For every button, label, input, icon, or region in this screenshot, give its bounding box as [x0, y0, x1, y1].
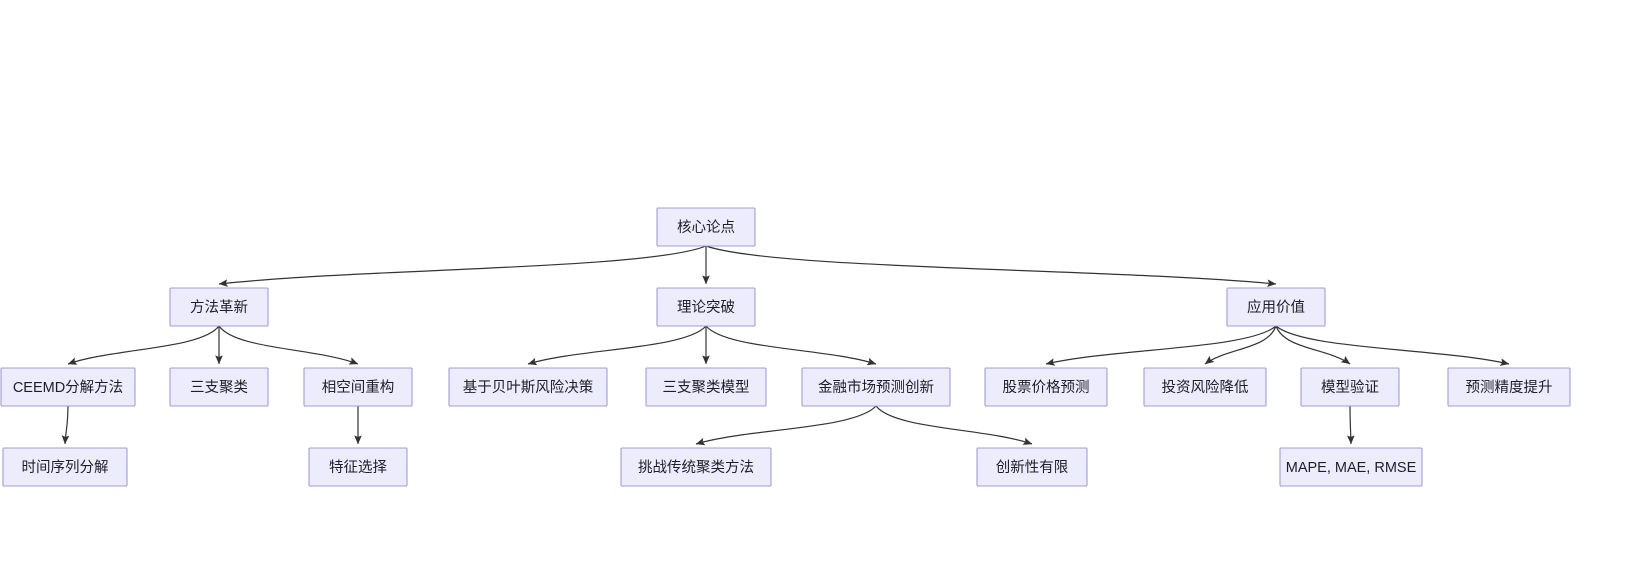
node-box-n2c[interactable]	[801, 367, 951, 407]
node-n2a[interactable]: 基于贝叶斯风险决策	[448, 367, 608, 407]
node-label-n3a: 股票价格预测	[1003, 379, 1090, 396]
node-box-n3[interactable]	[1226, 287, 1326, 327]
node-box-n3d[interactable]	[1447, 367, 1571, 407]
node-box-n2c1[interactable]	[620, 447, 772, 487]
node-label-n1: 方法革新	[190, 299, 248, 316]
edges-layer	[61, 245, 1510, 446]
edge-fangfagexin-to-ceemd	[67, 325, 220, 365]
node-n2b[interactable]: 三支聚类模型	[645, 367, 767, 407]
edge-yingyongjiazhi-to-gupiaojiage	[1045, 325, 1277, 366]
node-label-n2a: 基于贝叶斯风险决策	[463, 379, 594, 396]
edge-fangfagexin-to-xiangkongjian	[218, 325, 359, 365]
node-label-n1c: 相空间重构	[322, 379, 395, 396]
node-box-n2a[interactable]	[448, 367, 608, 407]
edge-yingyongjiazhi-to-moxingyanzheng	[1275, 325, 1351, 365]
node-n1c[interactable]: 相空间重构	[303, 367, 413, 407]
node-box-n1c1[interactable]	[308, 447, 408, 487]
edge-lilumtupo-to-jinrongshichang	[705, 325, 877, 366]
node-box-n2[interactable]	[656, 287, 756, 327]
node-n1c1[interactable]: 特征选择	[308, 447, 408, 487]
node-n2[interactable]: 理论突破	[656, 287, 756, 327]
node-n2c2[interactable]: 创新性有限	[976, 447, 1088, 487]
node-label-n3: 应用价值	[1247, 298, 1305, 316]
node-box-n1a[interactable]	[0, 367, 136, 407]
node-label-n1b: 三支聚类	[190, 379, 248, 396]
node-label-n2b: 三支聚类模型	[663, 379, 750, 396]
edge-lilumtupo-to-beiyesi	[527, 325, 707, 366]
node-label-n2c2: 创新性有限	[996, 459, 1069, 476]
node-label-n3c1: MAPE, MAE, RMSE	[1286, 460, 1417, 476]
node-n1a1[interactable]: 时间序列分解	[2, 447, 128, 487]
node-box-n2b[interactable]	[645, 367, 767, 407]
node-label-n1c1: 特征选择	[329, 459, 387, 476]
node-box-n2c2[interactable]	[976, 447, 1088, 487]
node-n2c[interactable]: 金融市场预测创新	[801, 367, 951, 407]
node-n3c[interactable]: 模型验证	[1300, 367, 1400, 407]
node-box-n1a1[interactable]	[2, 447, 128, 487]
edge-ceemd-to-shijianxulie	[61, 405, 70, 445]
node-box-n1b[interactable]	[169, 367, 269, 407]
node-label-n2c: 金融市场预测创新	[818, 379, 934, 396]
node-label-n1a1: 时间序列分解	[22, 459, 109, 476]
node-box-n1c[interactable]	[303, 367, 413, 407]
node-box-n3c[interactable]	[1300, 367, 1400, 407]
node-root[interactable]: 核心论点	[656, 207, 756, 247]
edge-yingyongjiazhi-to-yucejingdu	[1275, 325, 1510, 366]
node-label-n2: 理论突破	[677, 299, 735, 316]
node-label-n1a: CEEMD分解方法	[13, 379, 123, 396]
node-n1b[interactable]: 三支聚类	[169, 367, 269, 407]
node-n3b[interactable]: 投资风险降低	[1143, 367, 1267, 407]
node-n3[interactable]: 应用价值	[1226, 287, 1326, 327]
node-label-n3c: 模型验证	[1321, 379, 1379, 396]
node-box-n3c1[interactable]	[1279, 447, 1423, 487]
edge-jinrongshichang-to-tiaozhan	[695, 405, 877, 446]
node-label-root: 核心论点	[677, 219, 735, 236]
node-n3a[interactable]: 股票价格预测	[984, 367, 1108, 407]
node-label-n3d: 预测精度提升	[1466, 379, 1553, 396]
node-n3d[interactable]: 预测精度提升	[1447, 367, 1571, 407]
node-box-n3a[interactable]	[984, 367, 1108, 407]
edge-jinrongshichang-to-chuangxinxing	[875, 405, 1033, 445]
edge-root-to-yingyongjiazhi	[705, 245, 1277, 288]
node-label-n3b: 投资风险降低	[1162, 379, 1249, 396]
node-n1a[interactable]: CEEMD分解方法	[0, 367, 136, 407]
node-box-n3b[interactable]	[1143, 367, 1267, 407]
node-label-n2c1: 挑战传统聚类方法	[638, 459, 754, 476]
node-n3c1[interactable]: MAPE, MAE, RMSE	[1279, 447, 1423, 487]
edge-yingyongjiazhi-to-touzifengxian	[1204, 325, 1277, 365]
node-n1[interactable]: 方法革新	[169, 287, 269, 327]
node-n2c1[interactable]: 挑战传统聚类方法	[620, 447, 772, 487]
node-box-n1[interactable]	[169, 287, 269, 327]
node-box-root[interactable]	[656, 207, 756, 247]
edge-root-to-fangfagexin	[218, 245, 707, 287]
edge-moxingyanzheng-to-metrics	[1346, 405, 1355, 445]
